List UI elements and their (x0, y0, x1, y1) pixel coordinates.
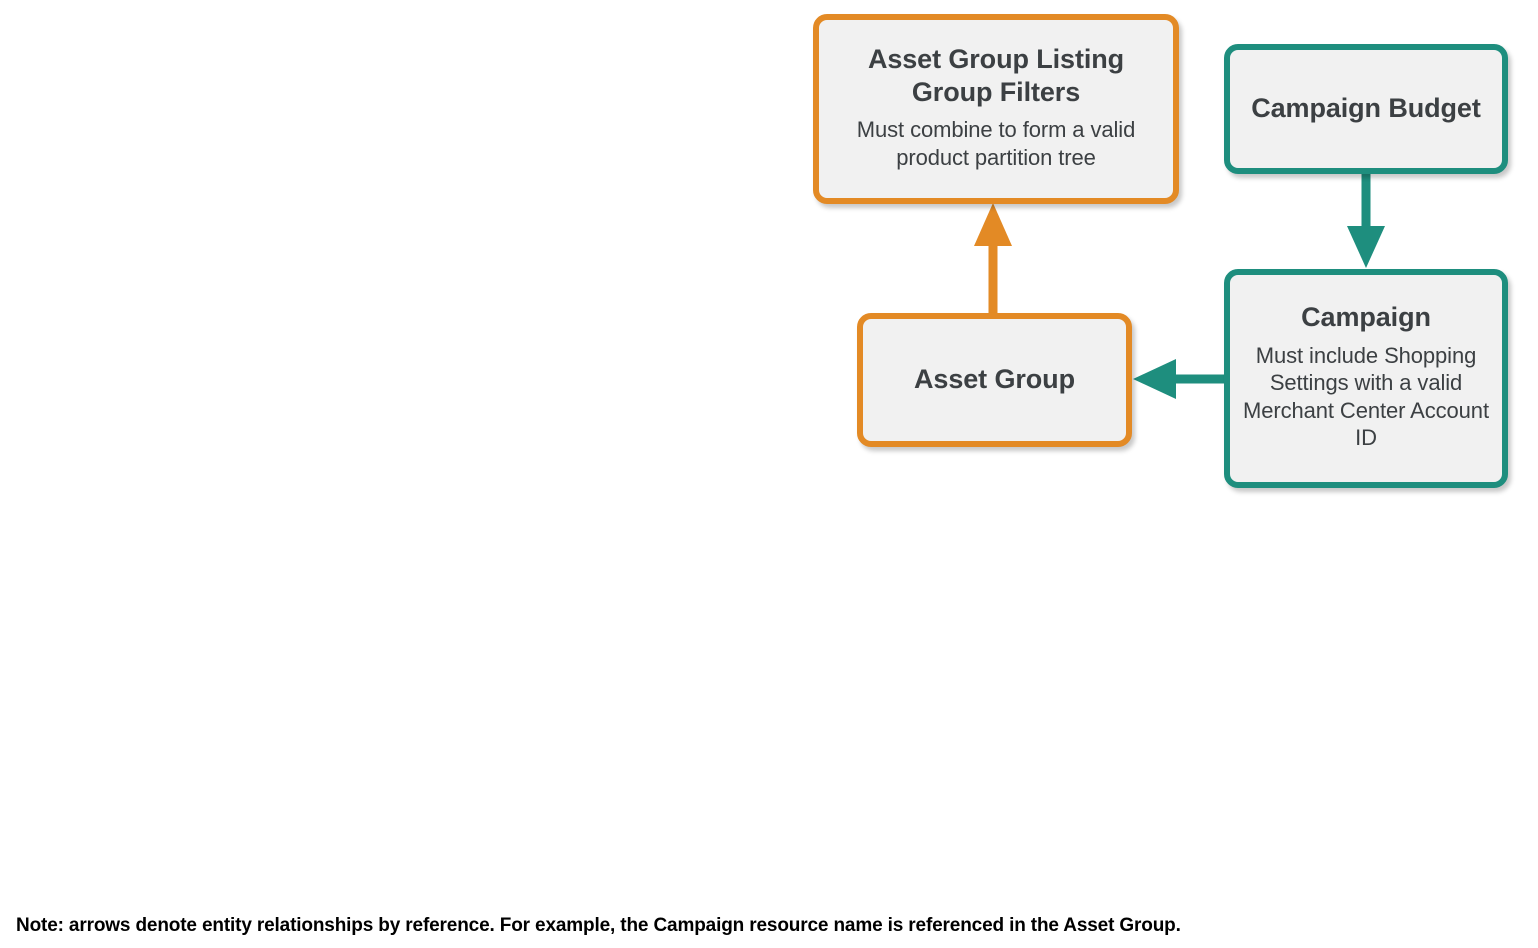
node-title: Campaign (1301, 302, 1431, 333)
edge-asset-group-to-listing-group-filters (974, 203, 1012, 316)
node-asset-group[interactable]: Asset Group (857, 313, 1132, 447)
node-title: Asset Group (914, 364, 1075, 395)
node-title: Campaign Budget (1251, 93, 1481, 124)
node-title: Asset Group Listing Group Filters (867, 43, 1125, 107)
node-campaign[interactable]: Campaign Must include Shopping Settings … (1224, 269, 1508, 488)
diagram-note: Note: arrows denote entity relationships… (16, 915, 1181, 936)
node-subtitle: Must include Shopping Settings with a va… (1243, 342, 1489, 451)
edge-campaign-to-asset-group (1133, 359, 1227, 399)
node-campaign-budget[interactable]: Campaign Budget (1224, 44, 1508, 174)
edge-campaign-budget-to-campaign (1347, 171, 1385, 268)
node-asset-group-listing-group-filters[interactable]: Asset Group Listing Group Filters Must c… (813, 14, 1179, 204)
node-subtitle: Must combine to form a valid product par… (856, 117, 1136, 170)
